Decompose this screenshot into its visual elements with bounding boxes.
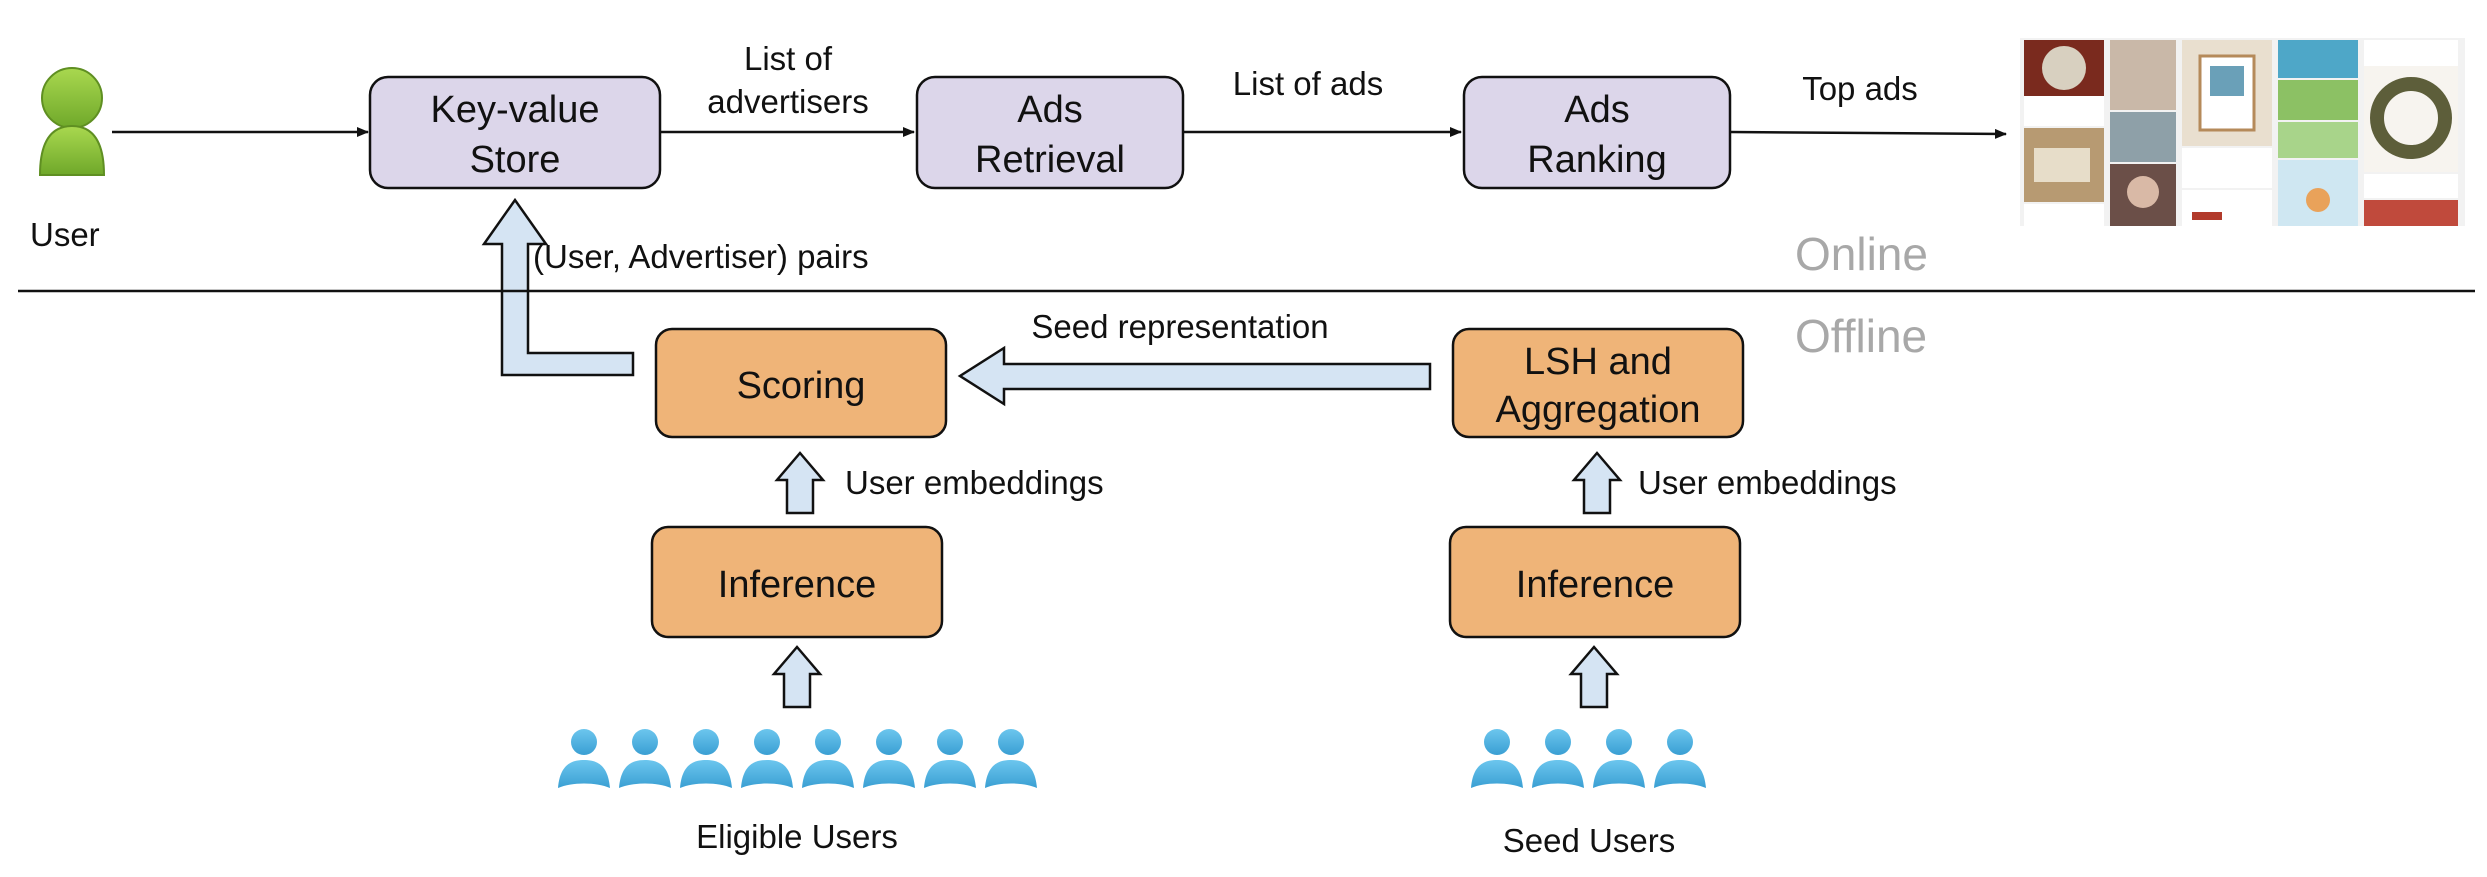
ads-retrieval-label-line1: Ads [1017,89,1082,131]
key-value-store-node: Key-value Store [368,75,662,190]
user-person-icon [38,67,106,176]
person-icon [1593,729,1645,788]
scoring-node: Scoring [654,327,948,439]
user-group-icon [1471,729,1706,788]
person-icon [619,729,671,788]
lsh-label-line2: Aggregation [1496,389,1701,431]
person-icon [1471,729,1523,788]
seed-representation-fat-arrow [957,345,1432,407]
person-icon [1654,729,1706,788]
person-icon [924,729,976,788]
inference-left-label: Inference [718,564,876,606]
top-ads-label: Top ads [1802,70,1918,107]
arrow-ranking-to-ads [1729,128,2007,139]
online-section-label: Online [1795,228,1928,280]
user-advertiser-pairs-label: (User, Advertiser) pairs [533,238,869,275]
inference-left-node: Inference [650,525,944,639]
ads-retrieval-node: Ads Retrieval [915,75,1185,190]
list-of-ads-label: List of ads [1233,65,1383,102]
person-icon [863,729,915,788]
offline-section-label: Offline [1795,310,1927,362]
list-of-advertisers-label-2: advertisers [707,83,868,120]
person-icon [741,729,793,788]
ads-ranking-label-line1: Ads [1564,89,1629,131]
list-of-advertisers-label-1: List of [744,40,833,77]
eligible-users-label: Eligible Users [696,818,898,855]
person-icon [1532,729,1584,788]
person-icon [802,729,854,788]
user-group-icon [558,729,1037,788]
right-embeddings-up-arrow [1571,451,1623,515]
inference-right-label: Inference [1516,564,1674,606]
pairs-fat-arrow [481,197,635,377]
kv-store-label-line2: Store [470,139,561,181]
scoring-label: Scoring [737,365,866,407]
ads-retrieval-label-line2: Retrieval [975,139,1125,181]
person-icon [558,729,610,788]
seed-users-label: Seed Users [1503,822,1675,859]
kv-store-label-line1: Key-value [431,89,600,131]
seed-representation-label: Seed representation [1031,308,1328,345]
lsh-aggregation-node: LSH and Aggregation [1451,327,1745,439]
left-embeddings-up-arrow [774,451,826,515]
left-user-embeddings-label: User embeddings [845,464,1104,501]
user-label: User [30,216,100,253]
ads-ranking-node: Ads Ranking [1462,75,1732,190]
right-user-embeddings-label: User embeddings [1638,464,1897,501]
person-icon [985,729,1037,788]
pin-thumbnails-icon [2020,38,2465,226]
person-icon [680,729,732,788]
seed-users-up-arrow [1568,645,1620,709]
inference-right-node: Inference [1448,525,1742,639]
lsh-label-line1: LSH and [1524,341,1672,383]
ads-ranking-label-line2: Ranking [1527,139,1666,181]
eligible-users-up-arrow [771,645,823,709]
